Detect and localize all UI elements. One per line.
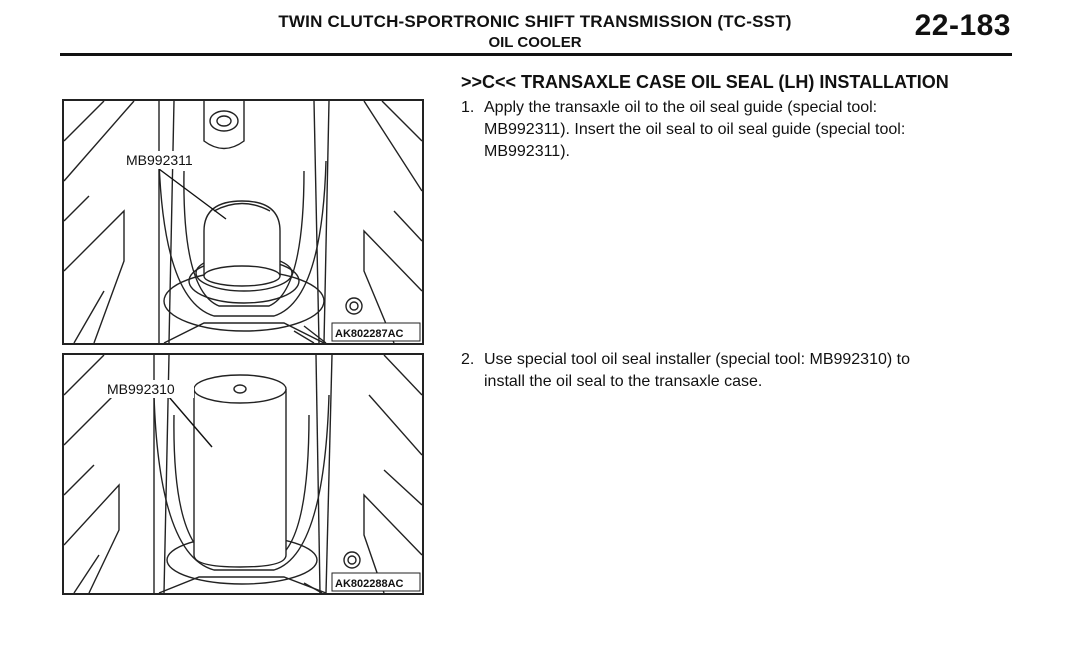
- header-divider: [60, 53, 1012, 56]
- step-text: Apply the transaxle oil to the oil seal …: [484, 99, 906, 160]
- section-heading: >>C<< TRANSAXLE CASE OIL SEAL (LH) INSTA…: [461, 72, 949, 92]
- figure-code-1: AK802287AC: [335, 328, 404, 340]
- figure-oil-seal-guide: MB992311 AK802287AC: [62, 99, 424, 345]
- oil-seal-guide-illustration: MB992311 AK802287AC: [64, 101, 422, 343]
- tool-label-mb992311: MB992311: [126, 152, 193, 168]
- step-number: 2.: [461, 351, 475, 368]
- figure-code-2: AK802288AC: [335, 578, 404, 590]
- tool-label-mb992310: MB992310: [107, 381, 175, 397]
- page-number: 22-183: [914, 9, 1011, 42]
- header-subtitle: OIL COOLER: [488, 34, 582, 51]
- step-number: 1.: [461, 99, 475, 116]
- procedure-step-1: 1. Apply the transaxle oil to the oil se…: [461, 97, 1021, 163]
- header-title: TWIN CLUTCH-SPORTRONIC SHIFT TRANSMISSIO…: [278, 12, 792, 31]
- procedure-step-2: 2. Use special tool oil seal installer (…: [461, 349, 1021, 393]
- oil-seal-installer-illustration: MB992310 AK802288AC: [64, 355, 422, 593]
- figure-oil-seal-installer: MB992310 AK802288AC: [62, 353, 424, 595]
- step-text: Use special tool oil seal installer (spe…: [484, 351, 910, 390]
